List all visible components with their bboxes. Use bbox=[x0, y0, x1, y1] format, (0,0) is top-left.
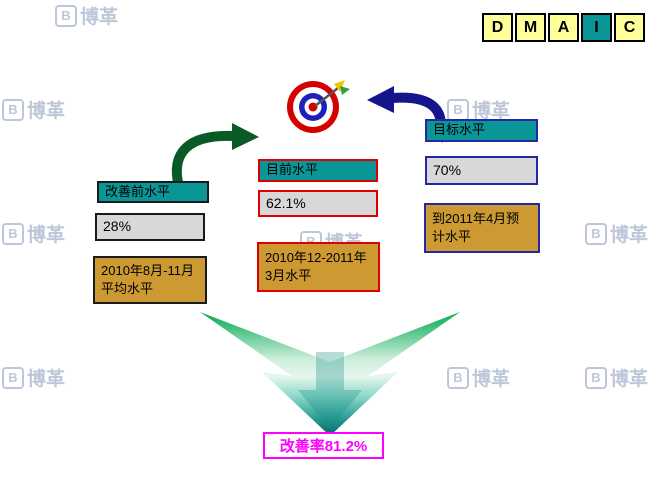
before-level-value: 28% bbox=[95, 213, 205, 241]
dmaic-letter-a: A bbox=[548, 13, 579, 42]
dmaic-letter-m: M bbox=[515, 13, 546, 42]
down-merge-arrow bbox=[200, 312, 460, 436]
watermark-symbol: B bbox=[585, 366, 607, 389]
bullseye-target-icon bbox=[287, 80, 350, 133]
target-level-title: 目标水平 bbox=[425, 119, 538, 142]
watermark-symbol: B bbox=[2, 222, 24, 245]
improvement-rate-box: 改善率81.2% bbox=[263, 432, 384, 459]
before-level-title: 改善前水平 bbox=[97, 181, 209, 203]
before-level-period: 2010年8月-11月平均水平 bbox=[93, 256, 207, 304]
current-level-period: 2010年12-2011年3月水平 bbox=[257, 242, 380, 292]
watermark-symbol: B bbox=[2, 366, 24, 389]
current-level-title: 目前水平 bbox=[258, 159, 378, 182]
down-merge-arrow-inner bbox=[298, 352, 362, 430]
watermark-text: 博革 bbox=[472, 369, 511, 390]
watermark-symbol: B bbox=[585, 222, 607, 245]
watermark-symbol: B bbox=[55, 4, 77, 27]
green-curved-arrow bbox=[171, 123, 259, 189]
dmaic-letter-d: D bbox=[482, 13, 513, 42]
current-level-value: 62.1% bbox=[258, 190, 378, 217]
target-level-period: 到2011年4月预计水平 bbox=[424, 203, 540, 253]
watermark-symbol: B bbox=[2, 98, 24, 121]
dmaic-letter-i: I bbox=[581, 13, 612, 42]
watermark-text: 博革 bbox=[472, 101, 511, 122]
dmaic-strip: D M A I C bbox=[482, 13, 645, 42]
watermark-text: 博革 bbox=[27, 369, 66, 390]
watermark-text: 博革 bbox=[80, 7, 119, 28]
watermark-text: 博革 bbox=[610, 225, 649, 246]
watermark-text: 博革 bbox=[27, 101, 66, 122]
target-level-value: 70% bbox=[425, 156, 538, 185]
dmaic-letter-c: C bbox=[614, 13, 645, 42]
dart-icon bbox=[314, 80, 350, 107]
watermark-text: 博革 bbox=[27, 225, 66, 246]
watermark-symbol: B bbox=[447, 366, 469, 389]
watermark-text: 博革 bbox=[610, 369, 649, 390]
